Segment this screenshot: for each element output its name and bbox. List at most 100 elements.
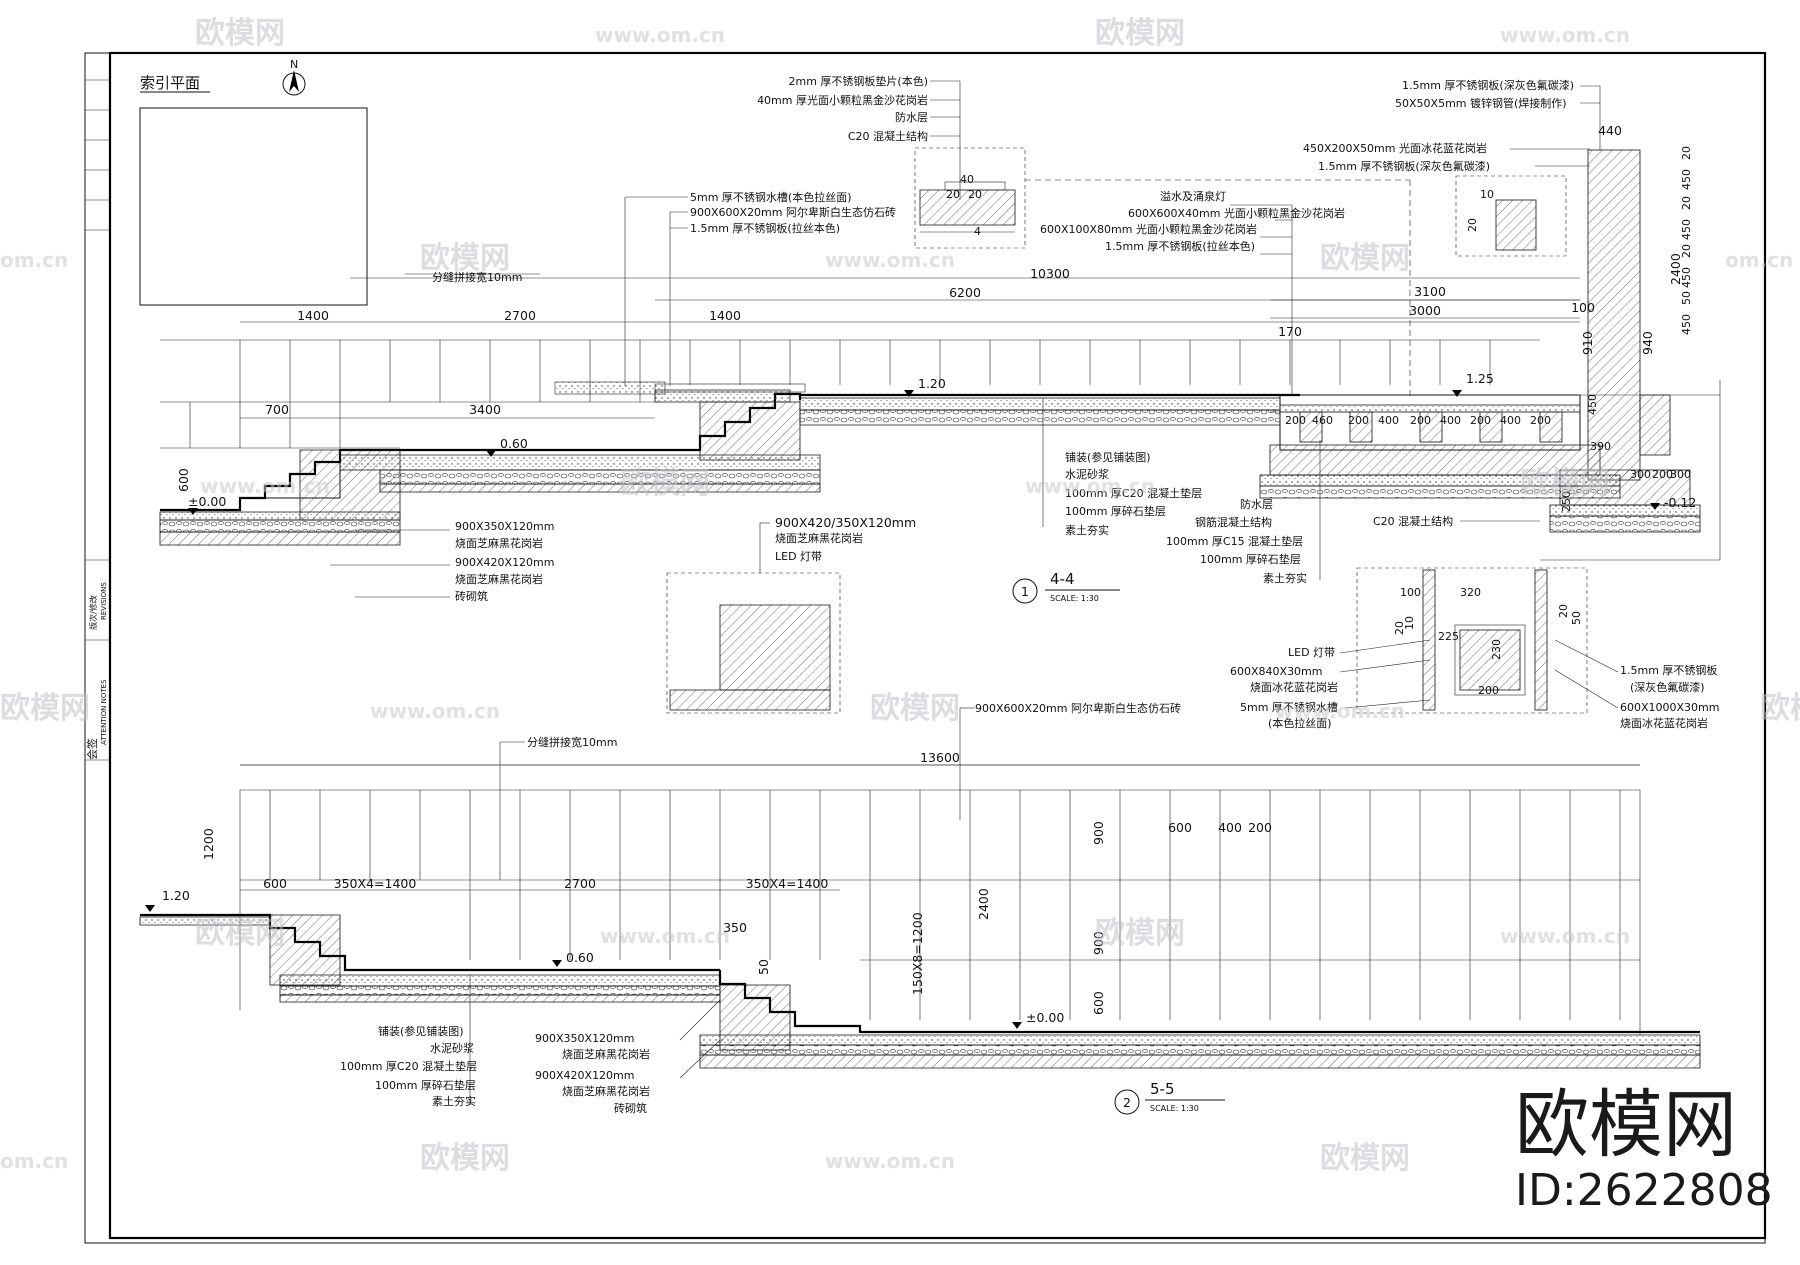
step-callouts-4: 900X350X120mm 烧面芝麻黑花岗岩 900X420X120mm 烧面芝…: [330, 520, 555, 603]
wall-elev-dims: 20 450 20 450 20 450 50 450: [1680, 146, 1693, 335]
index-plan-title: 索引平面: [140, 74, 200, 92]
svg-text:900: 900: [1091, 821, 1106, 845]
svg-text:www.om.cn: www.om.cn: [825, 248, 955, 272]
level-0.60: 0.60: [500, 436, 528, 451]
dim-200: 200: [1652, 468, 1673, 481]
svg-text:1.5mm 厚不锈钢板(拉丝本色): 1.5mm 厚不锈钢板(拉丝本色): [690, 221, 840, 235]
section-4-4: 10300 6200 3100 3000 1400 2700 1400 700 …: [159, 74, 1721, 604]
drawing-frame: [108, 51, 1767, 1240]
svg-text:20: 20: [1680, 196, 1693, 210]
svg-text:350X4=1400: 350X4=1400: [334, 876, 417, 891]
svg-text:20: 20: [968, 188, 982, 201]
brand-stamp: 欧模网 ID:2622808: [1515, 1082, 1773, 1216]
dim-1400a: 1400: [297, 308, 329, 323]
dim-2400: 2400: [1668, 253, 1683, 285]
svg-text:烧面芝麻黑花岗岩: 烧面芝麻黑花岗岩: [562, 1047, 650, 1061]
svg-text:SCALE: 1:30: SCALE: 1:30: [1150, 1104, 1199, 1113]
north-arrow-icon: N: [282, 58, 306, 96]
brand-id: ID:2622808: [1515, 1165, 1773, 1216]
svg-text:10: 10: [1403, 616, 1416, 630]
svg-text:www.om.cn: www.om.cn: [200, 474, 330, 498]
svg-text:1: 1: [1021, 584, 1029, 599]
svg-text:100mm 厚碎石垫层: 100mm 厚碎石垫层: [1065, 504, 1166, 518]
svg-text:600: 600: [1168, 820, 1192, 835]
svg-text:20: 20: [1393, 621, 1406, 635]
svg-text:20: 20: [946, 188, 960, 201]
callouts-pool: 溢水及涌泉灯 600X600X40mm 光面小颗粒黑金沙花岗岩 600X100X…: [1040, 189, 1345, 395]
svg-text:450: 450: [1680, 267, 1693, 288]
dim-170: 170: [1278, 324, 1302, 339]
joint-callout-5: 分缝拼接宽10mm: [499, 735, 617, 880]
svg-text:素土夯实: 素土夯实: [1065, 523, 1109, 537]
svg-text:600: 600: [263, 876, 287, 891]
svg-text:欧模网: 欧模网: [1320, 1141, 1410, 1176]
svg-text:铺装(参见铺装图): 铺装(参见铺装图): [378, 1024, 464, 1038]
svg-text:溢水及涌泉灯: 溢水及涌泉灯: [1160, 189, 1226, 203]
svg-text:150X8=1200: 150X8=1200: [910, 912, 925, 995]
svg-text:欧模网: 欧模网: [1320, 241, 1410, 276]
svg-text:100mm 厚C20 混凝土垫层: 100mm 厚C20 混凝土垫层: [340, 1059, 477, 1073]
section-5-5: 900X600X20mm 阿尔卑斯白生态仿石砖 分缝拼接宽10mm: [139, 701, 1701, 1115]
detail-wall-right-callouts: 1.5mm 厚不锈钢板 (深灰色氟碳漆) 600X1000X30mm 烧面冰花蓝…: [1554, 639, 1720, 730]
dims-4: 10300 6200 3100 3000 1400 2700 1400 700 …: [176, 123, 1683, 492]
svg-text:20: 20: [1680, 244, 1693, 258]
svg-text:om.cn: om.cn: [0, 248, 68, 272]
svg-text:砖砌筑: 砖砌筑: [455, 589, 488, 603]
svg-text:900X600X20mm 阿尔卑斯白生态仿石砖: 900X600X20mm 阿尔卑斯白生态仿石砖: [975, 701, 1181, 715]
svg-text:欧模网: 欧模网: [420, 1141, 510, 1176]
svg-text:欧模网: 欧模网: [1095, 916, 1185, 951]
dim-3400: 3400: [469, 402, 501, 417]
svg-text:450: 450: [1680, 169, 1693, 190]
svg-text:600: 600: [1091, 991, 1106, 1015]
svg-text:LED 灯带: LED 灯带: [1288, 646, 1335, 659]
svg-text:铺装(参见铺装图): 铺装(参见铺装图): [1065, 450, 1151, 464]
svg-text:320: 320: [1460, 586, 1481, 599]
svg-text:100: 100: [1400, 586, 1421, 599]
detail-top: 40 20 20 4: [914, 147, 1026, 249]
tb-row3: 版次/修改: [88, 595, 98, 630]
svg-text:4: 4: [974, 225, 981, 238]
svg-text:350: 350: [723, 920, 747, 935]
level-0.00: ±0.00: [188, 494, 226, 509]
svg-text:600X100X80mm 光面小颗粒黑金沙花岗岩: 600X100X80mm 光面小颗粒黑金沙花岗岩: [1040, 222, 1257, 236]
svg-text:欧模网: 欧模网: [1520, 466, 1610, 501]
dim-6200: 6200: [949, 285, 981, 300]
svg-text:350X4=1400: 350X4=1400: [746, 876, 829, 891]
level-0.00: ±0.00: [1026, 1010, 1064, 1025]
feature-wall: [1587, 149, 1641, 481]
dim-10300: 10300: [1030, 266, 1070, 281]
step-callouts-5: 900X350X120mm 烧面芝麻黑花岗岩 900X420X120mm 烧面芝…: [535, 999, 721, 1115]
svg-text:900X350X120mm: 900X350X120mm: [455, 520, 555, 533]
svg-text:欧模网: 欧模网: [420, 241, 510, 276]
dim-3000: 3000: [1409, 303, 1441, 318]
svg-text:20: 20: [1557, 604, 1570, 618]
svg-text:砖砌筑: 砖砌筑: [614, 1101, 647, 1115]
svg-text:水泥砂浆: 水泥砂浆: [430, 1041, 474, 1055]
tile-joints-5: [269, 790, 1621, 1020]
tb-row2: ATTENTION NOTES: [100, 679, 108, 745]
svg-text:1.5mm 厚不锈钢板: 1.5mm 厚不锈钢板: [1620, 663, 1717, 677]
svg-text:N: N: [290, 58, 298, 71]
brand-name: 欧模网: [1515, 1082, 1737, 1168]
svg-text:水泥砂浆: 水泥砂浆: [1065, 467, 1109, 481]
svg-text:素土夯实: 素土夯实: [432, 1094, 476, 1108]
dim-1200: 1200: [201, 828, 216, 860]
svg-text:欧模网: 欧模网: [870, 691, 960, 726]
tile-joints-4: [189, 340, 1491, 448]
svg-text:(深灰色氟碳漆): (深灰色氟碳漆): [1630, 680, 1705, 694]
tb-row1: 会签: [85, 738, 99, 760]
pool-width-dims: 200 460 200 400 200 400 200 400 200 450 …: [1270, 394, 1691, 512]
level-1.20: 1.20: [162, 888, 190, 903]
dim-700: 700: [265, 402, 289, 417]
svg-text:钢筋混凝土结构: 钢筋混凝土结构: [1195, 515, 1272, 529]
dim-250: 250: [1560, 491, 1573, 512]
svg-text:C20 混凝土结构: C20 混凝土结构: [1373, 514, 1453, 528]
svg-text:200: 200: [1410, 414, 1431, 427]
svg-text:5-5: 5-5: [1150, 1080, 1175, 1098]
svg-text:C20 混凝土结构: C20 混凝土结构: [848, 129, 928, 143]
svg-text:100mm 厚C15 混凝土垫层: 100mm 厚C15 混凝土垫层: [1166, 534, 1303, 548]
callouts-mid: 5mm 厚不锈钢水槽(本色拉丝面) 900X600X20mm 阿尔卑斯白生态仿石…: [624, 190, 896, 386]
svg-text:450X200X50mm 光面冰花蓝花岗岩: 450X200X50mm 光面冰花蓝花岗岩: [1303, 141, 1487, 155]
svg-text:分缝拼接宽10mm: 分缝拼接宽10mm: [432, 270, 522, 284]
svg-text:600X840X30mm: 600X840X30mm: [1230, 665, 1323, 678]
